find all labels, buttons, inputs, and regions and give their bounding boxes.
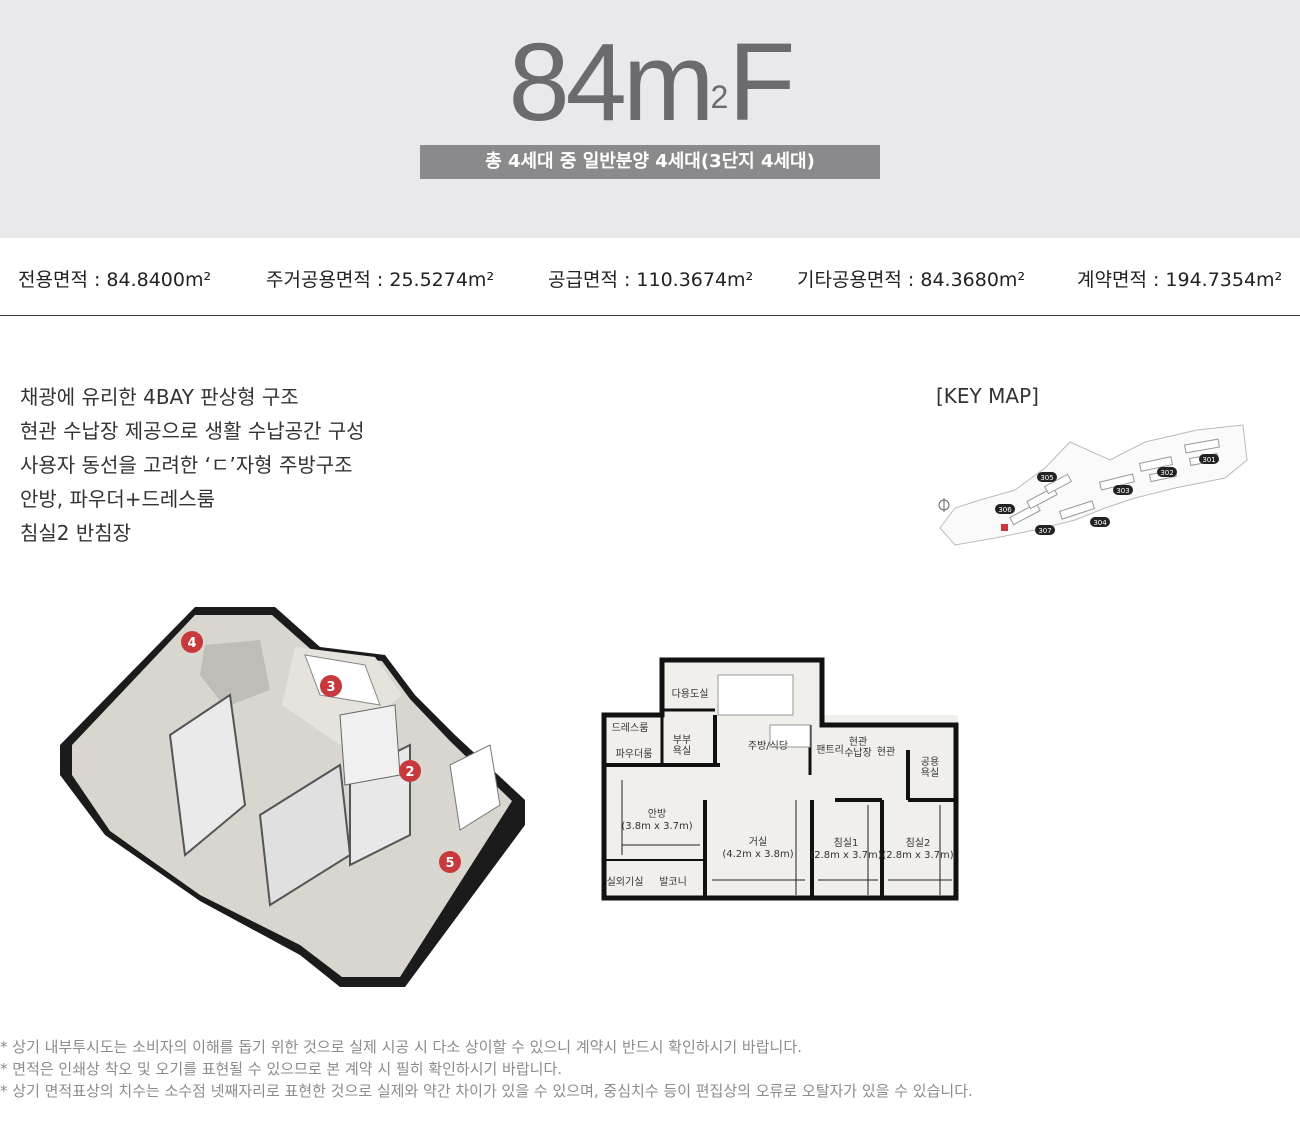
iso-marker: 2 xyxy=(399,760,421,782)
units-banner: 총 4세대 중 일반분양 4세대(3단지 4세대) xyxy=(420,145,880,179)
feature-item: 안방, 파우더+드레스룸 xyxy=(20,487,216,511)
room-balcony: 발코니 xyxy=(659,876,687,888)
contract-area: 계약면적 : 194.7354m² xyxy=(1077,269,1283,291)
disclaimer-note: * 상기 면적표상의 치수는 소수점 넷째자리로 표현한 것으로 실제와 약간 … xyxy=(0,1082,973,1100)
room-entrance: 현관 xyxy=(877,746,895,758)
area-summary-bar: 전용면적 : 84.8400m² 주거공용면적 : 25.5274m² 공급면적… xyxy=(0,238,1300,316)
disclaimer-note: * 상기 내부투시도는 소비자의 이해를 돕기 위한 것으로 실제 시공 시 다… xyxy=(0,1038,802,1056)
unit-type-title: 84m2F xyxy=(0,18,1300,148)
feature-item: 침실2 반침장 xyxy=(20,521,132,545)
iso-marker-label: 3 xyxy=(326,680,335,695)
type-unit-superscript: 2 xyxy=(710,79,729,115)
current-unit-marker xyxy=(1001,524,1008,531)
room-bed1: 침실1 xyxy=(834,837,859,849)
key-map-title: [KEY MAP] xyxy=(936,384,1039,408)
building-label: 305 xyxy=(1040,474,1053,482)
supply-area: 공급면적 : 110.3674m² xyxy=(548,269,754,291)
other-common-area: 기타공용면적 : 84.3680m² xyxy=(797,269,1026,291)
building-label: 307 xyxy=(1038,527,1051,535)
type-number: 84 xyxy=(508,21,627,144)
building-label: 304 xyxy=(1093,519,1107,527)
room-powder: 파우더룸 xyxy=(616,748,653,760)
feature-item: 사용자 동선을 고려한 ‘ㄷ’자형 주방구조 xyxy=(20,453,353,477)
type-unit: m xyxy=(622,21,715,144)
iso-wall xyxy=(168,693,247,857)
room-bed2-size: (2.8m x 3.7m) xyxy=(882,850,953,861)
iso-marker: 4 xyxy=(181,631,203,653)
room-utility: 다용도실 xyxy=(672,688,709,700)
iso-bathtub xyxy=(449,744,501,831)
disclaimer-notes: * 상기 내부투시도는 소비자의 이해를 돕기 위한 것으로 실제 시공 시 다… xyxy=(0,1036,973,1102)
building-labels: 301 302 303 304 305 306 307 xyxy=(995,454,1219,535)
room-master-bedroom-size: (3.8m x 3.7m) xyxy=(621,821,692,832)
compass-icon xyxy=(938,498,950,512)
disclaimer-note: * 면적은 인쇄상 착오 및 오기를 표현될 수 있으므로 본 계약 시 필히 … xyxy=(0,1060,563,1078)
iso-closet xyxy=(339,704,401,786)
exclusive-area: 전용면적 : 84.8400m² xyxy=(18,269,212,291)
room-bed2: 침실2 xyxy=(906,837,931,849)
iso-bath-floor xyxy=(200,640,270,707)
iso-marker-label: 2 xyxy=(405,765,414,780)
room-living: 거실 xyxy=(749,836,767,848)
iso-marker-label: 4 xyxy=(187,636,196,651)
iso-marker: 3 xyxy=(320,675,342,697)
residential-common-area: 주거공용면적 : 25.5274m² xyxy=(266,269,495,291)
key-map: 301 302 303 304 305 306 307 xyxy=(938,424,1248,546)
type-header: 84m2F 총 4세대 중 일반분양 4세대(3단지 4세대) xyxy=(0,0,1300,238)
feature-list: 채광에 유리한 4BAY 판상형 구조 현관 수납장 제공으로 생활 수납공간 … xyxy=(20,383,365,553)
room-dress: 드레스룸 xyxy=(612,722,649,734)
iso-marker: 5 xyxy=(439,851,461,873)
building-label: 303 xyxy=(1116,487,1129,495)
isometric-view: 2 3 4 5 xyxy=(60,607,525,987)
room-pantry: 팬트리 xyxy=(816,744,844,756)
room-outdoor-unit: 실외기실 xyxy=(607,876,644,888)
feature-item: 채광에 유리한 4BAY 판상형 구조 xyxy=(20,385,299,409)
building-label: 301 xyxy=(1202,456,1215,464)
room-bed1-size: (2.8m x 3.7m) xyxy=(810,850,881,861)
iso-marker-label: 5 xyxy=(445,856,454,871)
room-living-size: (4.2m x 3.8m) xyxy=(722,849,793,860)
type-letter: F xyxy=(728,21,795,144)
room-master-bedroom: 안방 xyxy=(648,808,666,820)
room-kitchen: 주방/식당 xyxy=(748,740,788,752)
plan-outer-wall xyxy=(601,657,959,901)
building-label: 306 xyxy=(998,506,1012,514)
feature-item: 현관 수납장 제공으로 생활 수납공간 구성 xyxy=(20,419,365,443)
building-label: 302 xyxy=(1160,469,1173,477)
